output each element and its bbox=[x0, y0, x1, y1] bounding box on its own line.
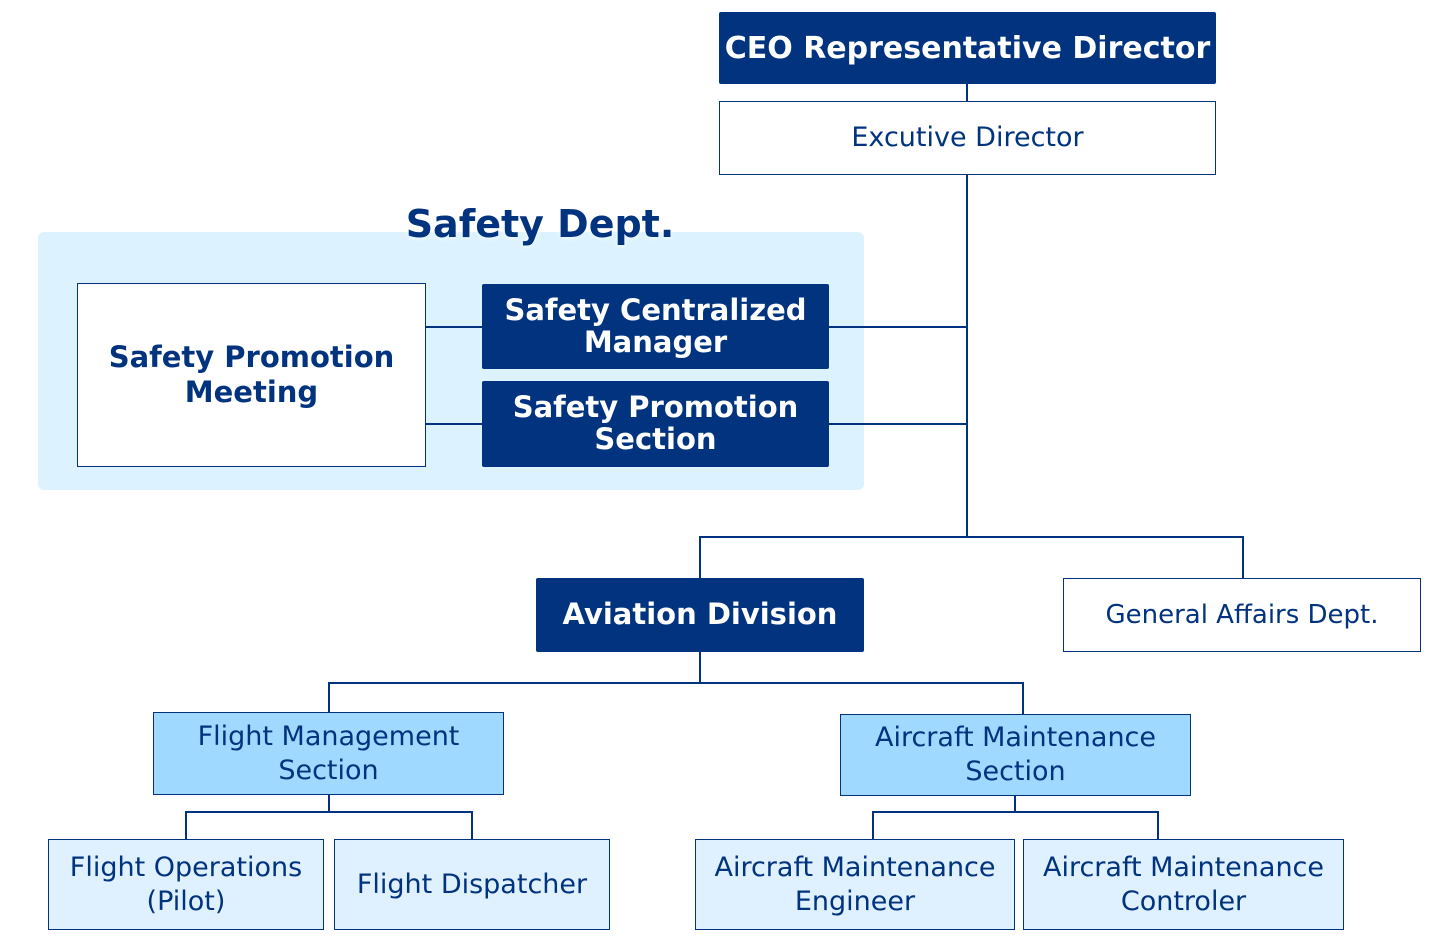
aircraft-maintenance-controler-box: Aircraft Maintenance Controler bbox=[1023, 839, 1344, 930]
flight-operations-pilot-box: Flight Operations (Pilot) bbox=[48, 839, 324, 930]
flight-dispatcher-box: Flight Dispatcher bbox=[334, 839, 610, 930]
safety-centralized-manager-box: Safety Centralized Manager bbox=[482, 284, 829, 369]
flight-management-section-box: Flight Management Section bbox=[153, 712, 504, 795]
line-maint-children bbox=[872, 796, 1159, 839]
line-flight-mgmt-children bbox=[185, 795, 473, 839]
ceo-box: CEO Representative Director bbox=[719, 12, 1216, 84]
safety-promotion-meeting-box: Safety Promotion Meeting bbox=[77, 283, 426, 467]
safety-dept-title: Safety Dept. bbox=[405, 202, 675, 246]
aircraft-maintenance-engineer-box: Aircraft Maintenance Engineer bbox=[695, 839, 1015, 930]
executive-director-box: Excutive Director bbox=[719, 101, 1216, 175]
line-aviation-sections bbox=[328, 652, 1024, 714]
line-trunk-divisions bbox=[699, 536, 1244, 578]
aviation-division-box: Aviation Division bbox=[536, 578, 864, 652]
safety-promotion-section-box: Safety Promotion Section bbox=[482, 381, 829, 467]
general-affairs-dept-box: General Affairs Dept. bbox=[1063, 578, 1421, 652]
aircraft-maintenance-section-box: Aircraft Maintenance Section bbox=[840, 714, 1191, 796]
